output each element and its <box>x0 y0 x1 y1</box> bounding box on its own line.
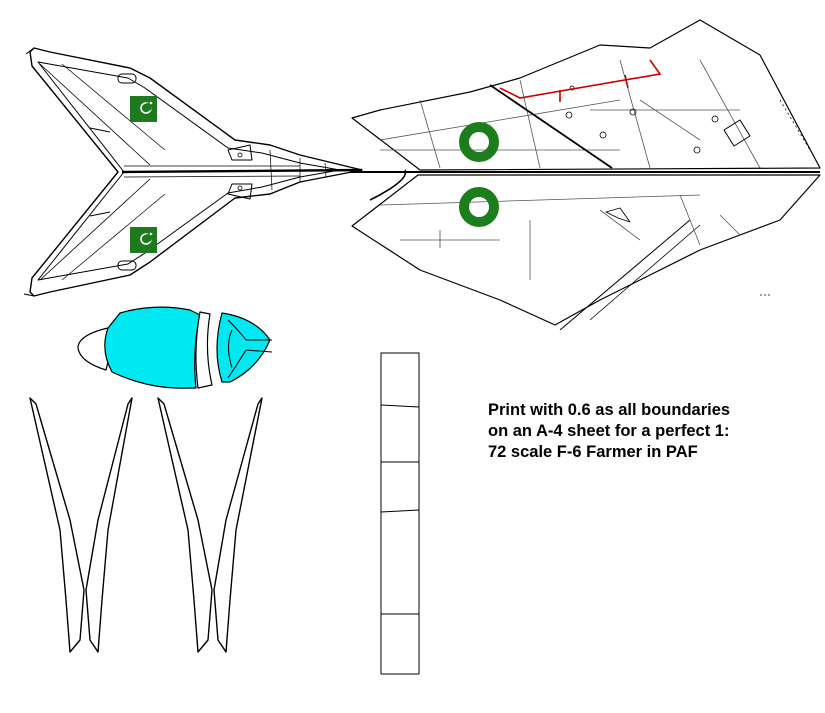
intake-lower <box>227 183 253 200</box>
print-instructions: Print with 0.6 as all boundaries on an A… <box>488 400 788 463</box>
vertical-fin-right-pair <box>157 397 263 653</box>
spine-line-lower <box>123 175 301 178</box>
wing-outline <box>29 47 363 297</box>
panel-line-upper <box>61 63 166 151</box>
vertical-fin-left-pair <box>29 397 133 653</box>
fuselage-lower-skin <box>351 174 821 326</box>
wing-fence-lower <box>89 211 111 217</box>
rivets <box>565 85 719 154</box>
instruction-line-1: Print with 0.6 as all boundaries <box>488 401 731 419</box>
hatch-square <box>723 119 751 147</box>
red-detail <box>499 59 662 102</box>
nose-ring-3 <box>324 162 327 178</box>
fin-left-a <box>29 397 85 653</box>
panel-lines-lower <box>379 194 741 280</box>
instruction-line-3: 72 scale F-6 Farmer in PAF <box>488 443 698 461</box>
canopy-windscreen <box>77 327 113 371</box>
port-lower <box>117 260 137 271</box>
strip-outline <box>380 352 420 675</box>
panel-lines-upper <box>379 59 761 169</box>
pakistan-flag-upper <box>130 96 157 122</box>
dot-upper <box>237 152 243 158</box>
fin-right-b <box>213 397 263 653</box>
fin-right-a <box>157 397 213 653</box>
intake-upper <box>227 144 253 161</box>
paf-roundel-lower <box>459 187 499 227</box>
center-spine <box>121 168 363 174</box>
canopy-front-glass <box>104 306 201 389</box>
tip-upper <box>23 47 35 297</box>
fuselage-upper-skin <box>351 19 821 171</box>
fin-curve <box>369 169 407 201</box>
diagonal-line <box>489 84 613 169</box>
canopy-rear-frame <box>227 319 273 379</box>
paf-roundel-upper <box>459 122 499 162</box>
fuselage-strip <box>380 352 420 675</box>
canopy-frame <box>195 311 213 389</box>
flap-line-upper <box>39 63 151 166</box>
nose-ring-1 <box>269 149 273 191</box>
tail-spike-2 <box>589 224 701 321</box>
side-fuselage-panel <box>350 19 821 331</box>
fin-left-b <box>85 397 133 653</box>
instruction-line-2: on an A-4 sheet for a perfect 1: <box>488 422 730 440</box>
top-wing-planform <box>23 47 363 297</box>
dot-lower <box>237 185 243 191</box>
tail-spike <box>559 219 691 331</box>
flap-line-lower <box>39 178 151 281</box>
canopy-rear-glass <box>216 312 271 383</box>
tail-dash-2 <box>779 99 811 151</box>
panel-line-lower <box>61 193 166 281</box>
port-upper <box>117 73 137 84</box>
canopy <box>77 306 273 389</box>
pakistan-flag-lower <box>130 227 157 253</box>
arrow-marker <box>605 207 631 223</box>
wing-fence-upper <box>89 127 111 133</box>
